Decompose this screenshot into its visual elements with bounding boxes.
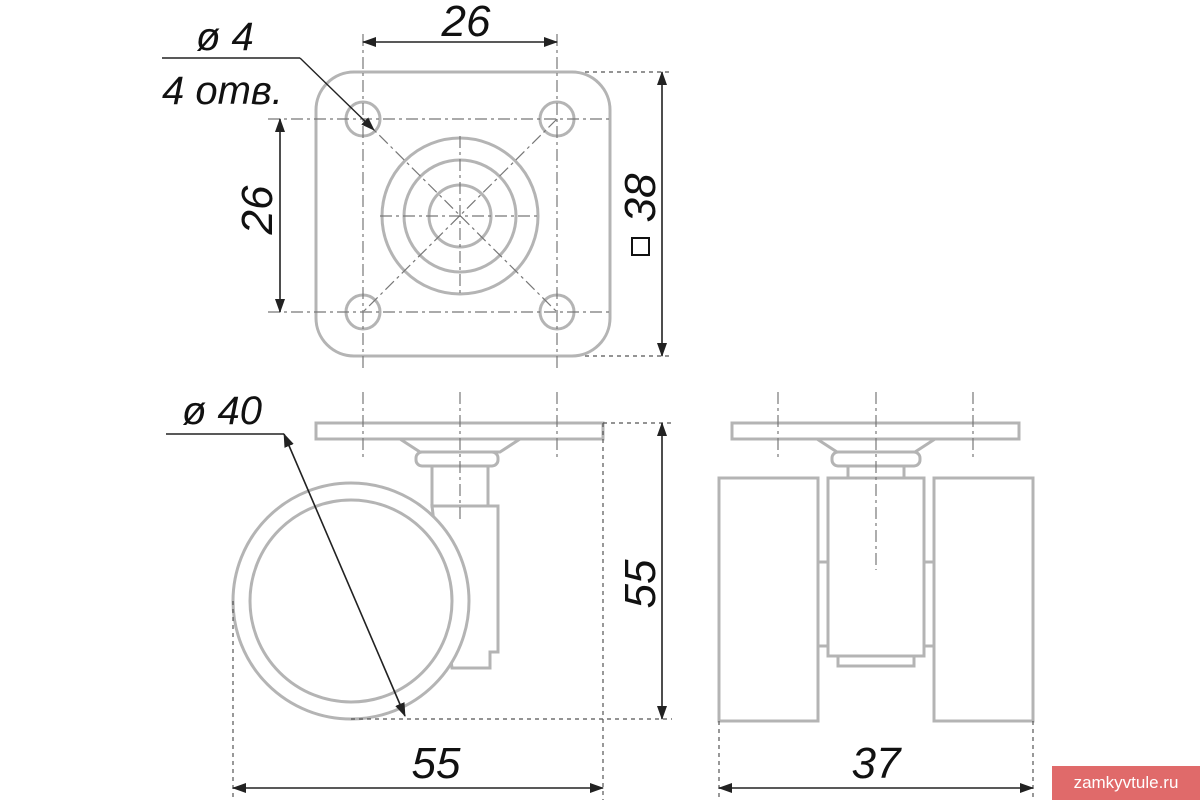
mounting-plate-outline	[314, 70, 612, 358]
hole-spacing-vertical-label: 26	[233, 185, 282, 235]
side-swivel-ring	[414, 450, 500, 468]
front-view: 37	[717, 392, 1035, 800]
side-width-label: 55	[412, 739, 461, 788]
hole-spacing-horizontal-label: 26	[441, 0, 491, 46]
side-view: 55 55 ø 40	[166, 389, 672, 800]
front-fork	[826, 476, 926, 658]
right-wheel	[932, 476, 1035, 723]
wheel-tire	[231, 481, 471, 721]
front-width-label: 37	[852, 739, 902, 788]
top-view: 26 26 38 ø 4 4 отв.	[162, 0, 672, 372]
square-symbol	[631, 237, 650, 256]
total-height-label: 55	[616, 559, 665, 608]
watermark: zamkyvtule.ru	[1052, 766, 1200, 800]
left-wheel	[717, 476, 820, 723]
hole-diameter-label: ø 4	[196, 15, 254, 59]
hole-count-label: 4 отв.	[162, 69, 283, 113]
front-fork-base	[836, 654, 916, 668]
wheel-diameter-label: ø 40	[182, 389, 262, 433]
plate-square-label: 38	[616, 173, 665, 222]
